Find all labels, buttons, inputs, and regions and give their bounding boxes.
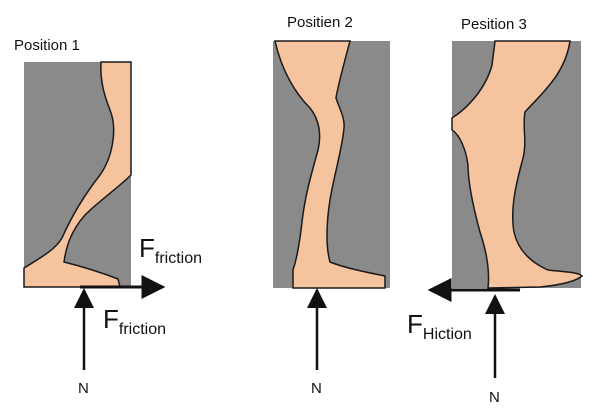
panel-2: [273, 41, 390, 288]
panel-3-friction-label: FHiction: [407, 311, 472, 343]
panel-1-normal-label: N: [78, 381, 89, 396]
panel-1-friction-label-right: Ffriction: [139, 235, 202, 267]
panel-3-normal-label: N: [489, 390, 500, 405]
panel-3: [452, 41, 582, 288]
panel-1: [24, 62, 131, 287]
panel-2-normal-label: N: [311, 381, 322, 396]
panel-1-friction-label-bottom: Ffriction: [103, 306, 166, 338]
